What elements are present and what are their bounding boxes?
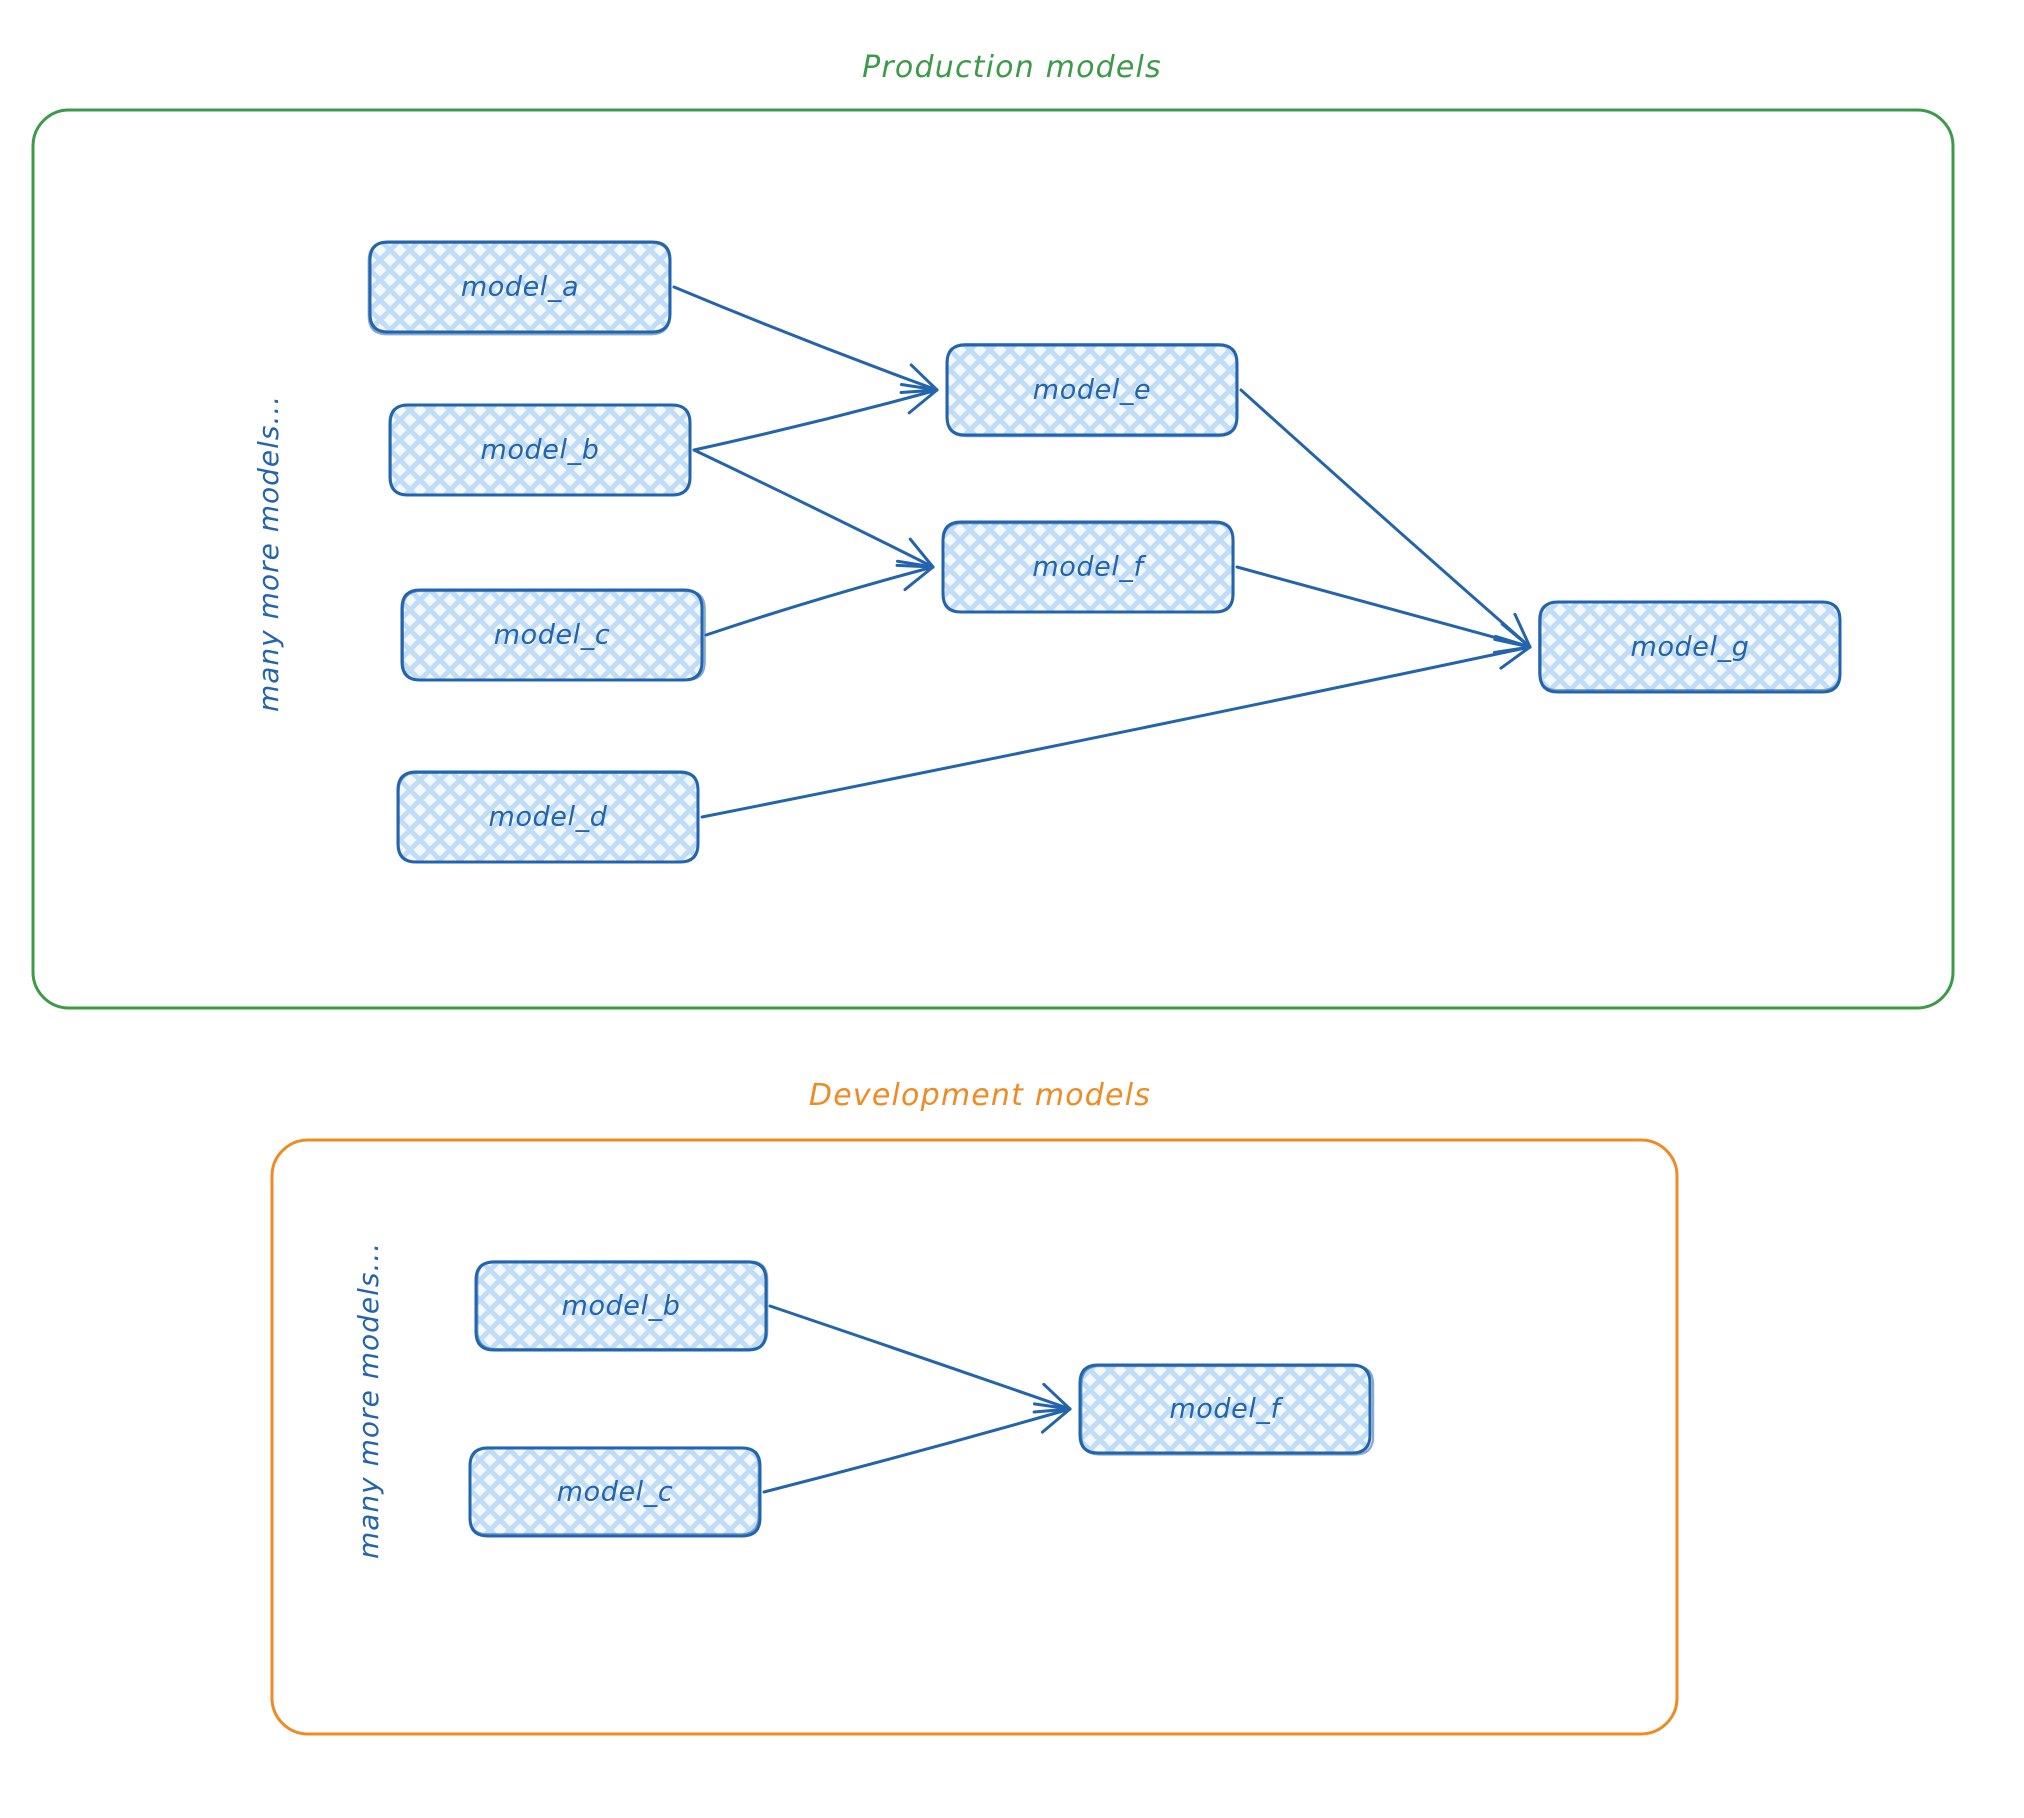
model-node[interactable] bbox=[947, 344, 1237, 436]
lineage-arrow bbox=[694, 385, 937, 450]
model-node[interactable] bbox=[402, 590, 705, 680]
nodes-layer bbox=[369, 242, 1840, 1536]
many-more-models-label: many more models... bbox=[252, 395, 285, 712]
lineage-arrow bbox=[706, 561, 933, 635]
lineage-arrow bbox=[702, 639, 1530, 817]
model-node[interactable] bbox=[398, 772, 698, 862]
model-node[interactable] bbox=[390, 405, 690, 495]
model-node[interactable] bbox=[369, 242, 670, 334]
lineage-arrow bbox=[764, 1404, 1070, 1492]
model-node[interactable] bbox=[476, 1261, 767, 1350]
model-node[interactable] bbox=[470, 1447, 760, 1536]
development-panel-title: Development models bbox=[0, 1078, 1960, 1113]
model-node[interactable] bbox=[1539, 602, 1840, 692]
model-node[interactable] bbox=[1080, 1365, 1373, 1455]
lineage-arrow bbox=[674, 287, 937, 392]
edges-layer bbox=[674, 287, 1530, 1492]
model-node[interactable] bbox=[943, 522, 1234, 612]
lineage-arrow bbox=[694, 450, 933, 567]
many-more-models-label: many more models... bbox=[352, 1242, 385, 1559]
production-panel-title: Production models bbox=[0, 50, 2024, 85]
lineage-arrow bbox=[770, 1306, 1070, 1412]
